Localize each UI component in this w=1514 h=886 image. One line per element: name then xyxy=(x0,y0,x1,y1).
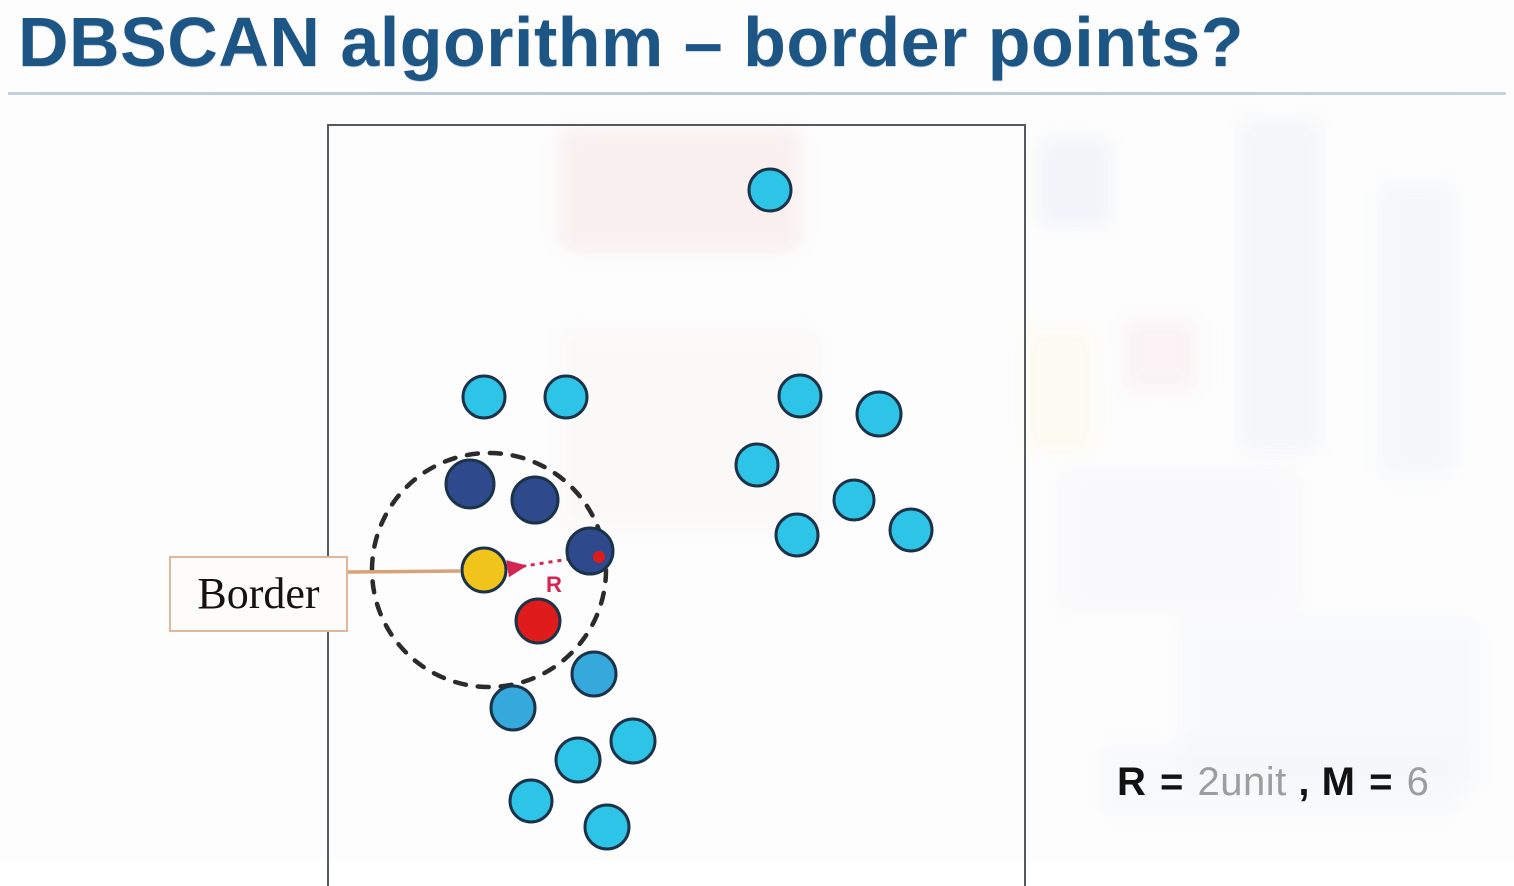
callout-leader-line xyxy=(347,569,461,574)
data-point-border-point xyxy=(460,546,508,594)
epsilon-neighborhood-circle xyxy=(369,450,609,690)
plot-frame xyxy=(327,124,1026,886)
data-point-noise-cyan xyxy=(888,507,934,553)
data-point-query-center-dot xyxy=(593,551,605,563)
data-point-neighbors-mid-blue xyxy=(570,650,618,698)
param-m-key: M xyxy=(1321,760,1356,804)
param-r-key: R xyxy=(1117,760,1147,804)
border-callout-label: Border xyxy=(197,569,320,618)
param-m-value: 6 xyxy=(1406,760,1430,804)
data-point-noise-cyan xyxy=(461,374,507,420)
parameters-text: R = 2unit , M = 6 xyxy=(1117,760,1429,805)
data-point-noise-cyan xyxy=(609,717,657,765)
param-r-value: 2unit xyxy=(1197,760,1287,804)
title-bar: DBSCAN algorithm – border points? xyxy=(0,0,1514,100)
data-point-neighbors-mid-blue xyxy=(489,684,537,732)
data-point-core-navy xyxy=(444,458,496,510)
data-point-noise-cyan xyxy=(583,803,631,851)
data-point-core-point xyxy=(514,597,562,645)
data-point-noise-cyan xyxy=(747,167,793,213)
data-point-noise-cyan xyxy=(774,512,820,558)
data-point-noise-cyan xyxy=(777,373,823,419)
data-point-noise-cyan xyxy=(543,374,589,420)
data-point-noise-cyan xyxy=(855,390,903,438)
data-point-noise-cyan xyxy=(832,478,876,522)
param-eq-1: = xyxy=(1160,760,1184,804)
data-point-noise-cyan xyxy=(554,736,602,784)
title-divider xyxy=(8,92,1506,95)
scatter-plot: R xyxy=(347,167,934,851)
data-point-core-navy xyxy=(510,475,560,525)
radius-label: R xyxy=(546,572,562,597)
data-point-noise-cyan xyxy=(734,442,780,488)
border-callout-box: Border xyxy=(169,556,348,632)
param-eq-2: = xyxy=(1369,760,1393,804)
data-points-layer xyxy=(444,167,934,851)
data-point-core-navy xyxy=(565,526,615,576)
param-comma: , xyxy=(1298,760,1310,804)
page-title: DBSCAN algorithm – border points? xyxy=(18,3,1244,81)
data-point-noise-cyan xyxy=(508,778,554,824)
